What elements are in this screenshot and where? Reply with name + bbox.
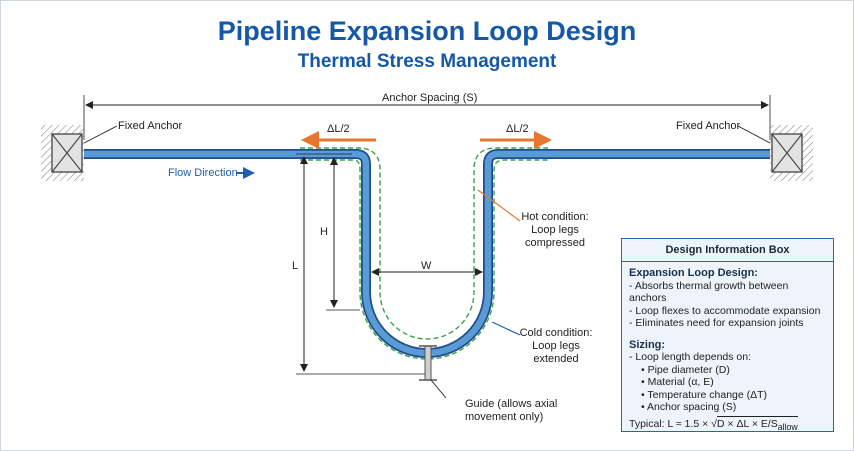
info-subitem: • Temperature change (ΔT): [641, 388, 768, 401]
info-item: - Loop length depends on:: [629, 351, 752, 363]
right-fixed-anchor: [770, 125, 813, 181]
fixed-anchor-right-label: Fixed Anchor: [676, 120, 741, 132]
dimension-h: [326, 157, 360, 311]
left-fixed-anchor: [41, 125, 84, 181]
info-subitem: • Material (α, E): [641, 376, 714, 388]
hot-condition-label: Hot condition: Loop legs compressed: [521, 211, 589, 249]
anchor-spacing-label: Anchor Spacing (S): [382, 92, 478, 104]
info-section-sizing-title: Sizing:: [629, 338, 666, 351]
dim-w-label: W: [421, 260, 432, 272]
info-item: - Loop flexes to accommodate expansion: [629, 304, 821, 317]
flow-direction-label: Flow Direction: [168, 167, 238, 179]
dim-h-label: H: [320, 226, 328, 238]
hot-condition-outline-outer: [300, 147, 548, 340]
info-box-header: Design Information Box: [622, 239, 833, 262]
page-subtitle: Thermal Stress Management: [297, 51, 557, 72]
page-title: Pipeline Expansion Loop Design: [217, 16, 637, 46]
guide-label: Guide (allows axial movement only): [465, 398, 558, 423]
sizing-formula: Typical: L ≈ 1.5 × √D × ΔL × E/Sallow: [629, 415, 798, 432]
guide: [419, 345, 447, 399]
info-section-expansion-title: Expansion Loop Design:: [629, 267, 758, 279]
info-subitem: • Pipe diameter (D): [641, 363, 730, 376]
hot-condition-outline-inner: [300, 159, 548, 360]
fixed-anchor-left-label: Fixed Anchor: [118, 120, 183, 132]
leader-hot: [477, 189, 521, 222]
info-subitem: • Anchor spacing (S): [641, 401, 737, 413]
design-info-box: Design Information Box Expansion Loop De…: [621, 238, 834, 432]
dimension-l: [296, 153, 425, 375]
cold-condition-label: Cold condition: Loop legs extended: [519, 327, 593, 365]
info-item: - Eliminates need for expansion joints: [629, 317, 804, 329]
dim-l-label: L: [292, 260, 299, 272]
delta-right-label: ΔL/2: [506, 123, 529, 135]
delta-left-label: ΔL/2: [327, 123, 350, 135]
leader-fixed-anchor-right: [737, 125, 771, 144]
leader-fixed-anchor-left: [83, 125, 118, 144]
leader-cold: [491, 321, 521, 336]
info-item: - Absorbs thermal growth between anchors: [629, 279, 789, 305]
